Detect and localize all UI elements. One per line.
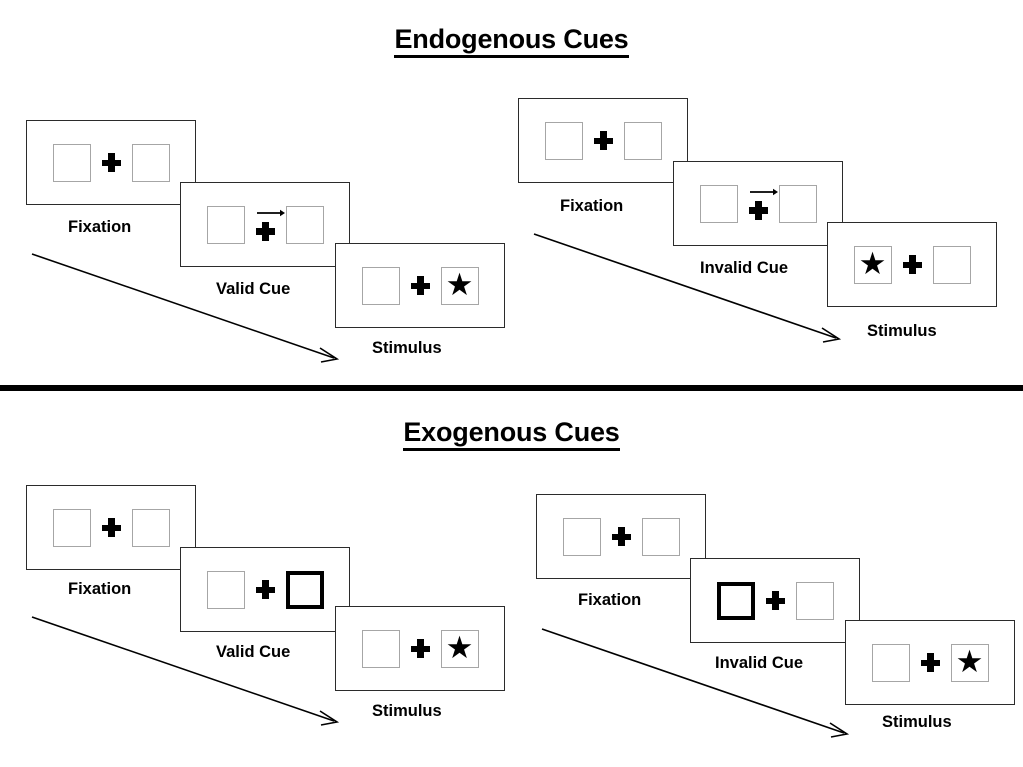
arrow-right-icon — [749, 188, 778, 195]
frame-endogenous-valid-fixation — [26, 120, 196, 205]
time-progression-arrow-endogenous-valid — [31, 253, 340, 363]
right-box — [285, 205, 324, 244]
frame-endogenous-invalid-cue — [673, 161, 843, 246]
left-box: ★ — [853, 245, 892, 284]
caption-exogenous-invalid-fixation: Fixation — [578, 591, 642, 609]
caption-endogenous-invalid-fixation: Fixation — [560, 197, 624, 215]
frame-endogenous-invalid-stimulus: ★ — [827, 222, 997, 307]
frame-content — [519, 99, 687, 182]
frame-content: ★ — [828, 223, 996, 306]
frame-endogenous-invalid-fixation — [518, 98, 688, 183]
left-box — [361, 629, 400, 668]
right-box: ★ — [950, 643, 989, 682]
fixation-cross-icon — [255, 580, 275, 599]
left-box — [699, 184, 738, 223]
time-progression-arrow-exogenous-valid — [31, 616, 340, 726]
caption-endogenous-invalid-stimulus: Stimulus — [867, 322, 937, 340]
fixation-cross-icon — [765, 591, 785, 610]
star-icon: ★ — [955, 644, 984, 679]
fixation-cross-icon — [611, 527, 631, 546]
fixation-cross-icon — [410, 276, 430, 295]
left-box — [871, 643, 910, 682]
left-box — [544, 121, 583, 160]
frame-exogenous-invalid-fixation — [536, 494, 706, 579]
frame-content: ★ — [336, 244, 504, 327]
arrow-right-icon — [256, 209, 285, 216]
section-title-endogenous-text: Endogenous Cues — [394, 24, 629, 58]
right-box — [623, 121, 662, 160]
caption-endogenous-valid-stimulus: Stimulus — [372, 339, 442, 357]
frame-content: ★ — [336, 607, 504, 690]
frame-content — [674, 162, 842, 245]
left-box — [206, 205, 245, 244]
right-box: ★ — [440, 629, 479, 668]
left-box — [562, 517, 601, 556]
time-progression-arrow-endogenous-invalid — [533, 233, 842, 343]
right-box — [641, 517, 680, 556]
left-box — [361, 266, 400, 305]
star-icon: ★ — [858, 246, 887, 281]
star-icon: ★ — [445, 267, 474, 302]
caption-endogenous-invalid-cue: Invalid Cue — [700, 259, 789, 277]
section-title-endogenous: Endogenous Cues — [0, 24, 1023, 58]
frame-content — [691, 559, 859, 642]
right-box — [131, 508, 170, 547]
left-box — [52, 143, 91, 182]
caption-endogenous-valid-fixation: Fixation — [68, 218, 132, 236]
right-box-cue-highlight — [285, 570, 324, 609]
cue-holder — [255, 206, 285, 244]
caption-exogenous-invalid-stimulus: Stimulus — [882, 713, 952, 731]
fixation-cross-icon — [748, 200, 768, 220]
left-box — [52, 508, 91, 547]
frame-exogenous-invalid-cue — [690, 558, 860, 643]
section-title-exogenous: Exogenous Cues — [0, 417, 1023, 451]
right-box — [932, 245, 971, 284]
section-divider — [0, 385, 1023, 391]
caption-endogenous-valid-cue: Valid Cue — [216, 280, 291, 298]
frame-endogenous-valid-stimulus: ★ — [335, 243, 505, 328]
left-box — [206, 570, 245, 609]
fixation-cross-icon — [255, 221, 275, 241]
frame-content: ★ — [846, 621, 1014, 704]
frame-endogenous-valid-cue — [180, 182, 350, 267]
right-box — [795, 581, 834, 620]
frame-exogenous-invalid-stimulus: ★ — [845, 620, 1015, 705]
frame-exogenous-valid-cue — [180, 547, 350, 632]
caption-exogenous-invalid-cue: Invalid Cue — [715, 654, 804, 672]
fixation-cross-icon — [593, 131, 613, 150]
caption-exogenous-valid-fixation: Fixation — [68, 580, 132, 598]
caption-exogenous-valid-stimulus: Stimulus — [372, 702, 442, 720]
frame-content — [181, 183, 349, 266]
frame-exogenous-valid-fixation — [26, 485, 196, 570]
right-box: ★ — [440, 266, 479, 305]
time-progression-arrow-exogenous-invalid — [541, 628, 850, 738]
right-box — [778, 184, 817, 223]
frame-content — [537, 495, 705, 578]
frame-content — [181, 548, 349, 631]
cue-holder — [748, 185, 778, 223]
frame-exogenous-valid-stimulus: ★ — [335, 606, 505, 691]
left-box-cue-highlight — [716, 581, 755, 620]
section-title-exogenous-text: Exogenous Cues — [403, 417, 620, 451]
fixation-cross-icon — [101, 518, 121, 537]
star-icon: ★ — [445, 630, 474, 665]
caption-exogenous-valid-cue: Valid Cue — [216, 643, 291, 661]
fixation-cross-icon — [920, 653, 940, 672]
right-box — [131, 143, 170, 182]
fixation-cross-icon — [101, 153, 121, 172]
fixation-cross-icon — [410, 639, 430, 658]
fixation-cross-icon — [902, 255, 922, 274]
frame-content — [27, 121, 195, 204]
frame-content — [27, 486, 195, 569]
